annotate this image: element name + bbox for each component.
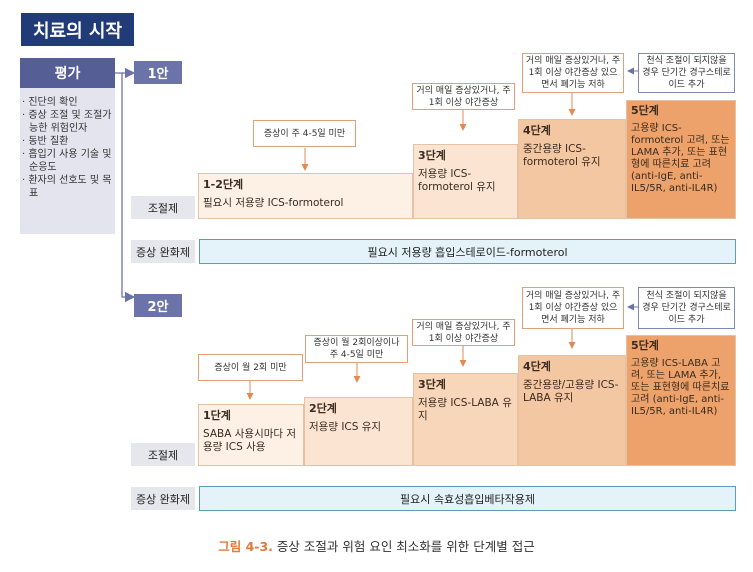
step-text: 저용량 ICS-formoterol 유지: [418, 168, 496, 193]
plan1-control-label: 조절제: [131, 196, 195, 219]
step-text: SABA 사용시마다 저용량 ICS 사용: [203, 428, 297, 453]
plan1-step-5: 5단계 고용량 ICS-formoterol 고려, 또는 LAMA 추가, 또…: [626, 100, 736, 219]
caption-prefix: 그림 4-3.: [218, 539, 273, 554]
plan2-step-5: 5단계 고용량 ICS-LABA 고려, 또는 LAMA 추가, 또는 표현형에…: [626, 335, 736, 466]
plan1-step-4: 4단계 중간용량 ICS-formoterol 유지: [518, 119, 626, 219]
step-title: 3단계: [418, 149, 446, 162]
list-item: · 환자의 선호도 및 목표: [22, 175, 112, 199]
plan2-note-ocs: 천식 조절이 되지않을 경우 단기간 경구스테로이드 추가: [638, 287, 735, 329]
plan1-note-step3: 증상이 주 4-5일 미만: [253, 120, 356, 147]
plan2-step-3: 3단계 저용량 ICS-LABA 유지: [413, 373, 518, 466]
plan1-reliever-label: 증상 완화제: [131, 240, 195, 263]
page-title: 치료의 시작: [21, 13, 134, 46]
step-title: 4단계: [523, 360, 551, 373]
list-item: · 동반 질환: [22, 136, 69, 147]
plan2-step-2: 2단계 저용량 ICS 유지: [304, 397, 413, 466]
step-text: 저용량 ICS 유지: [309, 421, 382, 433]
plan2-control-label: 조절제: [131, 443, 195, 466]
list-item: · 진단의 확인: [22, 97, 78, 108]
step-title: 5단계: [631, 104, 659, 117]
step-text: 필요시 저용량 ICS-formoterol: [203, 197, 344, 209]
list-item: · 증상 조절 및 조절가능한 위험인자: [22, 110, 112, 134]
plan2-reliever-label: 증상 완화제: [131, 487, 195, 510]
step-text: 고용량 ICS-LABA 고려, 또는 LAMA 추가, 또는 표현형에 따른치…: [631, 358, 730, 417]
step-title: 4단계: [523, 124, 551, 137]
evaluation-list: · 진단의 확인 · 증상 조절 및 조절가능한 위험인자 · 동반 질환 · …: [22, 96, 114, 200]
plan1-note-step4: 거의 매일 증상있거나, 주 1회 이상 야간증상: [412, 83, 515, 110]
list-item: · 흡입기 사용 기술 및 순응도: [22, 149, 112, 173]
plan1-note-ocs: 천식 조절이 되지않을 경우 단기간 경구스테로이드 추가: [638, 53, 735, 93]
step-title: 1단계: [203, 409, 231, 422]
caption-text: 증상 조절과 위험 요인 최소화를 위한 단계별 접근: [272, 539, 535, 554]
plan2-badge: 2안: [134, 294, 182, 317]
step-title: 5단계: [631, 339, 659, 352]
plan2-note-step4: 거의 매일 증상있거나, 주 1회 이상 야간증상: [412, 319, 515, 346]
plan2-step-1: 1단계 SABA 사용시마다 저용량 ICS 사용: [198, 404, 304, 466]
plan1-step-1-2: 1-2단계 필요시 저용량 ICS-formoterol: [198, 173, 413, 219]
step-text: 고용량 ICS-formoterol 고려, 또는 LAMA 추가, 또는 표현…: [631, 123, 730, 194]
plan1-step-3: 3단계 저용량 ICS-formoterol 유지: [413, 144, 518, 219]
plan2-note-step3: 증상이 월 2회이상이나 주 4-5일 미만: [305, 335, 408, 363]
figure-caption: 그림 4-3. 증상 조절과 위험 요인 최소화를 위한 단계별 접근: [0, 536, 753, 555]
plan1-note-step5: 거의 매일 증상있거나, 주 1회 이상 야간증상 있으면서 폐기능 저하: [522, 53, 624, 93]
plan2-note-step5: 거의 매일 증상있거나, 주 1회 이상 야간증상 있으면서 폐기능 저하: [522, 287, 624, 329]
step-text: 저용량 ICS-LABA 유지: [418, 397, 512, 422]
plan2-step-4: 4단계 중간용량/고용량 ICS-LABA 유지: [518, 355, 626, 466]
plan1-badge: 1안: [134, 61, 182, 84]
plan2-note-step2: 증상이 월 2회 미만: [198, 354, 303, 381]
step-title: 2단계: [309, 402, 337, 415]
evaluation-heading: 평가: [20, 58, 115, 88]
step-text: 중간용량 ICS-formoterol 유지: [523, 143, 601, 168]
step-text: 중간용량/고용량 ICS-LABA 유지: [523, 379, 619, 404]
step-title: 1-2단계: [203, 178, 244, 191]
plan2-reliever-bar: 필요시 속효성흡입베타작용제: [199, 486, 736, 511]
step-title: 3단계: [418, 378, 446, 391]
plan1-reliever-bar: 필요시 저용량 흡입스테로이드-formoterol: [199, 239, 736, 264]
